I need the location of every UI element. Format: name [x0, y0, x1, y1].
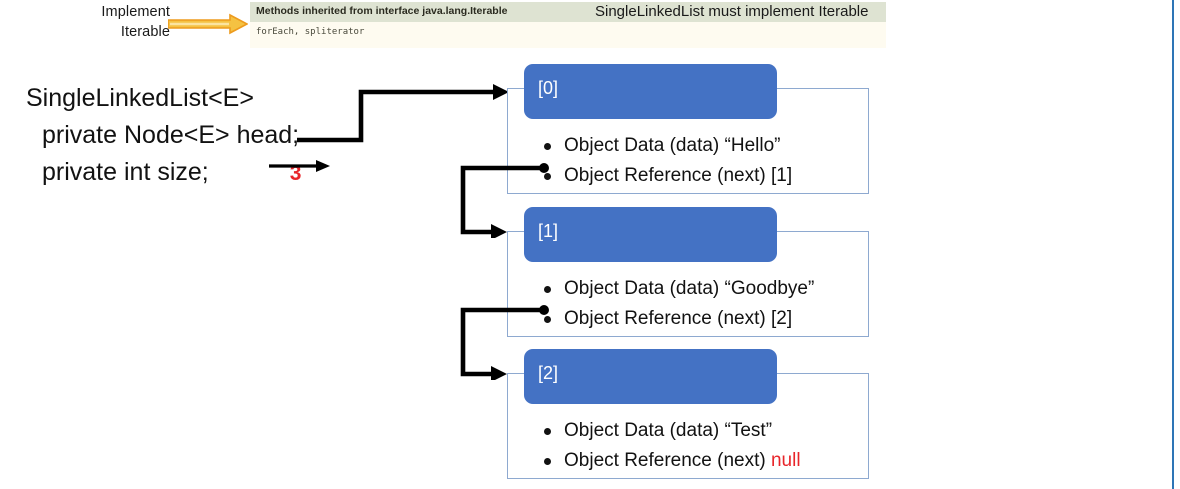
node-fields-1: Object Data (data) “Goodbye” Object Refe… [541, 274, 814, 334]
class-name-line: SingleLinkedList<E> [26, 84, 254, 112]
slide-edge-rule [1172, 0, 1174, 489]
node-next-value-2: null [770, 450, 801, 471]
node-next-label-2: Object Reference (next) [564, 450, 771, 471]
node-header-0: [0] [524, 64, 777, 119]
node-next-label-1: Object Reference (next) [564, 308, 771, 329]
size-arrow-icon [269, 160, 330, 172]
node-next-label-0: Object Reference (next) [564, 165, 771, 186]
node-next-value-1: [2] [770, 308, 793, 329]
implement-label-line2: Iterable [120, 24, 170, 40]
implement-label-line1: Implement [101, 4, 170, 20]
node-data-field-1: Object Data (data) “Goodbye” [541, 274, 814, 304]
javadoc-banner: Methods inherited from interface java.la… [250, 2, 886, 48]
node-next-field-0: Object Reference (next) [1] [541, 161, 792, 191]
orange-arrow-icon [168, 13, 248, 35]
node-card-2: [2] Object Data (data) “Test” Object Ref… [507, 349, 869, 479]
javadoc-header-title: Methods inherited from interface java.la… [256, 5, 508, 17]
node-header-1: [1] [524, 207, 777, 262]
size-value: 3 [289, 162, 302, 185]
next-connector-1-to-2 [460, 305, 549, 380]
implement-iterable-annotation: Implement Iterable [42, 2, 170, 42]
node-next-value-0: [1] [770, 165, 793, 186]
node-card-0: [0] Object Data (data) “Hello” Object Re… [507, 64, 869, 194]
node-fields-2: Object Data (data) “Test” Object Referen… [541, 416, 801, 476]
node-next-field-2: Object Reference (next) null [541, 446, 801, 476]
field-size-line: private int size; [42, 158, 209, 186]
node-next-field-1: Object Reference (next) [2] [541, 304, 814, 334]
node-data-field-0: Object Data (data) “Hello” [541, 131, 792, 161]
javadoc-banner-header: Methods inherited from interface java.la… [250, 2, 886, 22]
node-index-label-1: [1] [538, 221, 559, 241]
head-pointer-arrow [297, 84, 509, 143]
javadoc-header-note: SingleLinkedList must implement Iterable [595, 3, 869, 20]
class-definition-block: SingleLinkedList<E> private Node<E> head… [26, 80, 301, 192]
node-fields-0: Object Data (data) “Hello” Object Refere… [541, 131, 792, 191]
field-head-line: private Node<E> head; [42, 121, 300, 149]
node-header-2: [2] [524, 349, 777, 404]
node-data-field-2: Object Data (data) “Test” [541, 416, 801, 446]
node-card-1: [1] Object Data (data) “Goodbye” Object … [507, 207, 869, 337]
javadoc-methods-list: forEach, spliterator [256, 27, 365, 37]
node-index-label-0: [0] [538, 78, 559, 98]
next-connector-0-to-1 [460, 163, 549, 238]
node-index-label-2: [2] [538, 363, 559, 383]
